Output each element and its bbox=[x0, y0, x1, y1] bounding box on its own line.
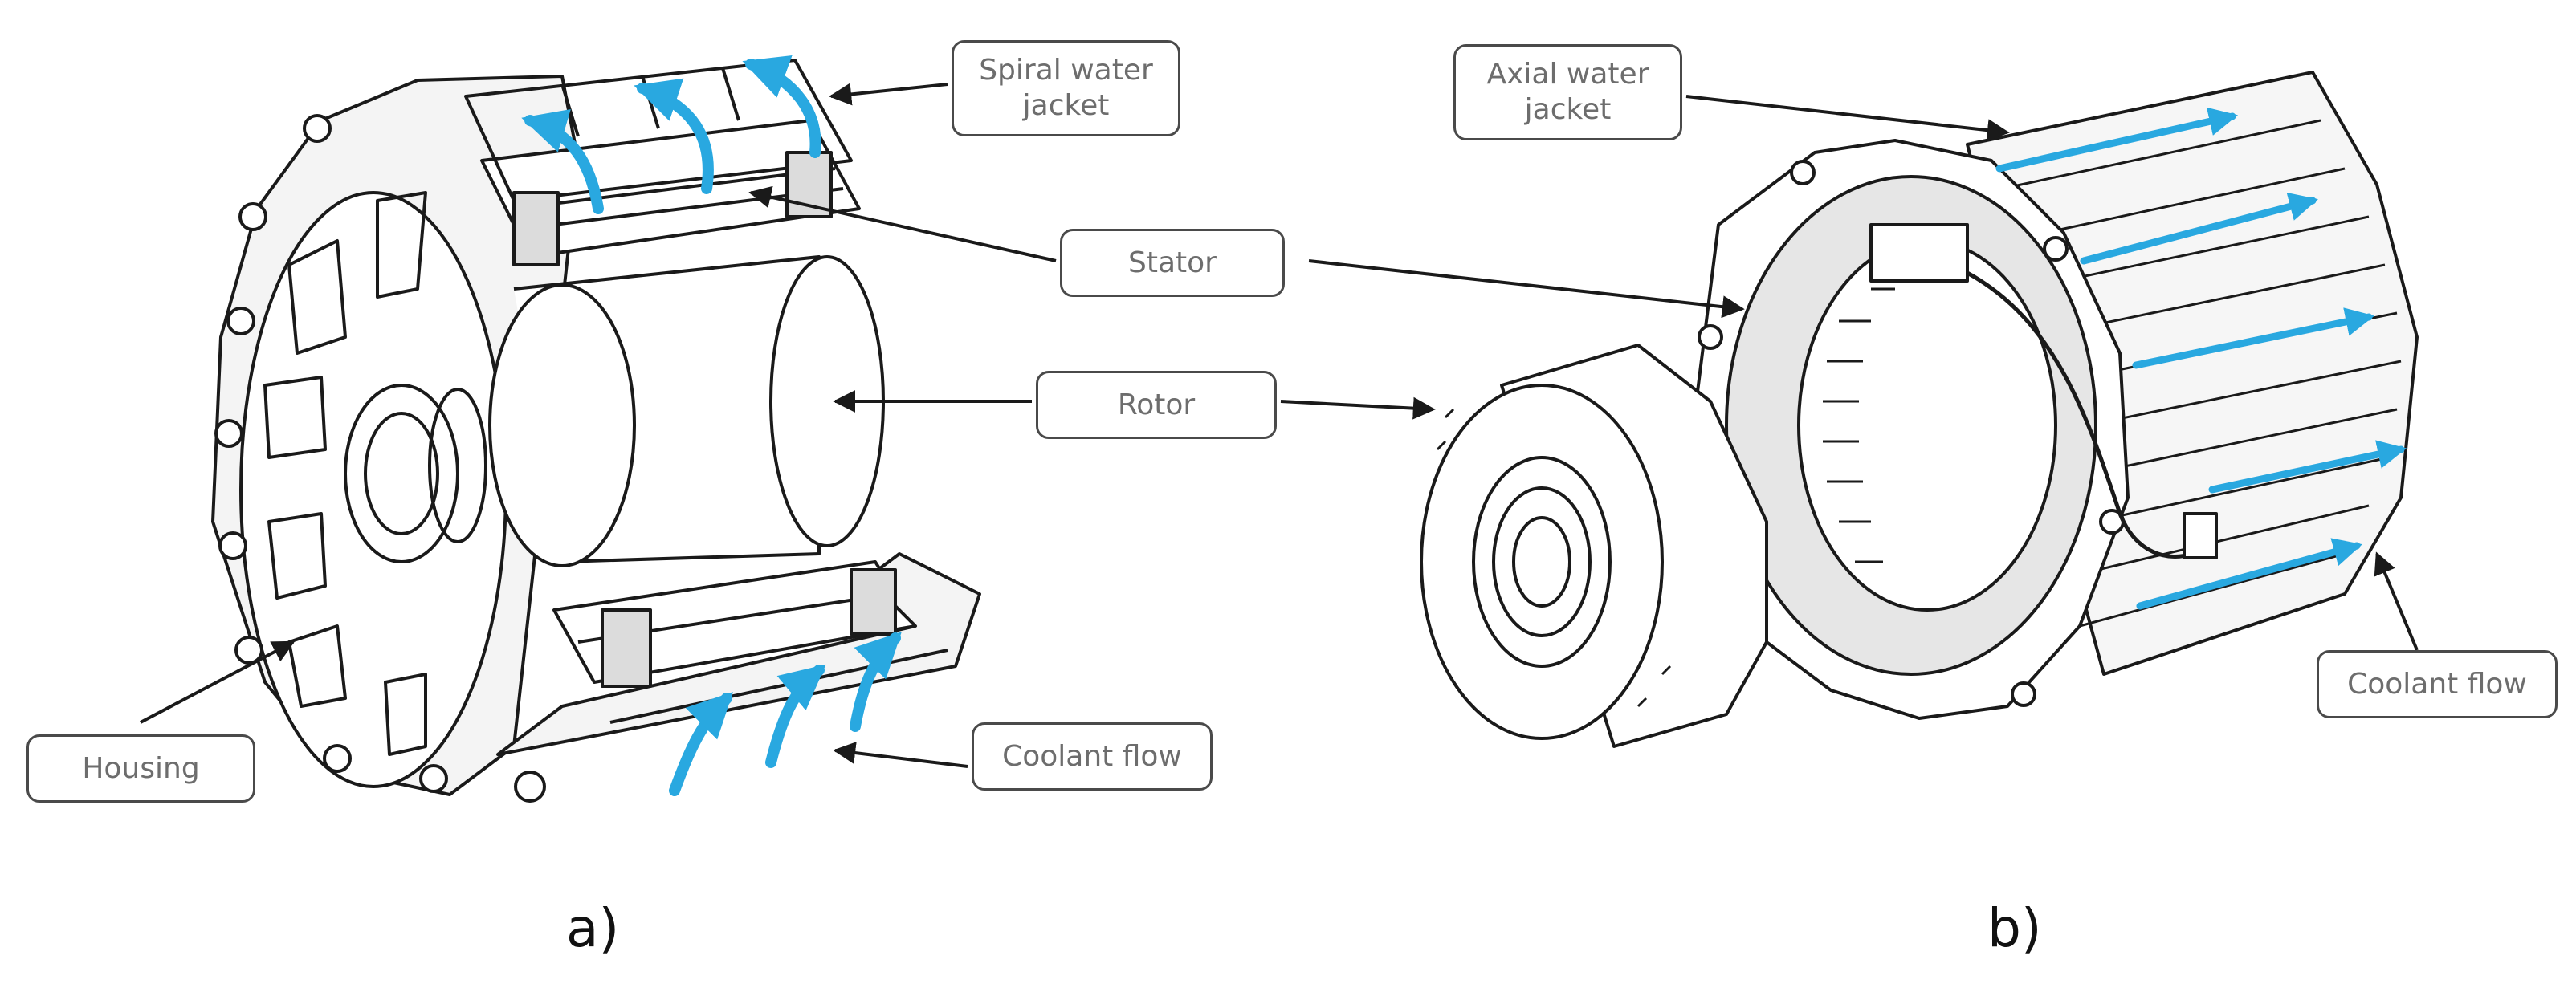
coolant-arrows-b bbox=[1995, 107, 2407, 610]
caption-b: b) bbox=[1987, 897, 2042, 959]
caption-a: a) bbox=[566, 897, 620, 959]
label-coolant-flow-a: Coolant flow bbox=[972, 722, 1213, 791]
label-coolant-flow-b: Coolant flow bbox=[2317, 650, 2558, 718]
leader-lines-a bbox=[140, 83, 1057, 768]
label-stator: Stator bbox=[1060, 229, 1285, 297]
coolant-arrows-a bbox=[521, 55, 902, 796]
label-rotor: Rotor bbox=[1036, 371, 1277, 439]
label-spiral-water-jacket: Spiral water jacket bbox=[952, 40, 1180, 136]
label-axial-water-jacket: Axial water jacket bbox=[1453, 44, 1682, 140]
motor-a-drawing bbox=[211, 59, 981, 803]
label-housing: Housing bbox=[26, 734, 255, 803]
motor-b-drawing bbox=[1420, 71, 2419, 748]
leader-lines-b bbox=[1280, 95, 2419, 651]
